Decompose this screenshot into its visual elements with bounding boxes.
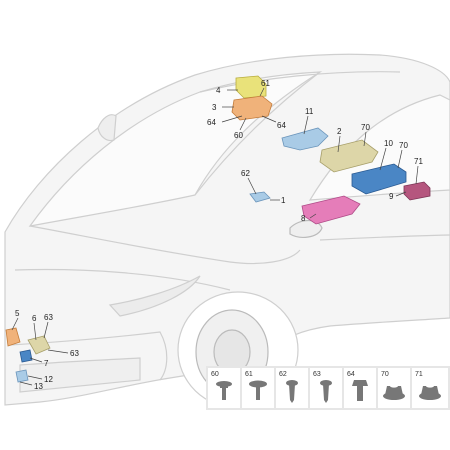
leader-13 xyxy=(19,381,33,386)
callout-8: 8 xyxy=(301,214,306,223)
callout-3: 3 xyxy=(212,103,217,112)
hex-bolt-icon xyxy=(352,380,368,401)
callout-12: 12 xyxy=(44,375,53,384)
leader-63b xyxy=(47,349,69,354)
callout-61: 61 xyxy=(261,79,270,88)
callout-70: 70 xyxy=(361,123,370,132)
leader-7 xyxy=(29,357,43,363)
leader-12 xyxy=(27,375,43,380)
a-pillar xyxy=(194,71,321,196)
callout-6: 6 xyxy=(32,314,37,323)
fastener-number: 60 xyxy=(211,371,219,378)
callout-5: 5 xyxy=(15,309,20,318)
callout-1: 1 xyxy=(281,196,286,205)
part-2-module xyxy=(319,139,379,173)
rivet-icon xyxy=(249,380,267,400)
part-11-bracket xyxy=(281,127,329,151)
leader-10 xyxy=(379,147,387,171)
front-grille xyxy=(19,357,141,393)
fastener-number: 64 xyxy=(347,371,355,378)
part-9-module xyxy=(403,181,431,201)
callout-62: 62 xyxy=(241,169,250,178)
headlight xyxy=(108,275,201,317)
part-7-unit xyxy=(19,349,33,363)
callout-10: 10 xyxy=(384,139,393,148)
callout-4: 4 xyxy=(216,86,221,95)
callout-11: 11 xyxy=(305,107,314,116)
leader-2 xyxy=(337,135,341,153)
part-12-sensor xyxy=(15,369,29,383)
callout-60: 60 xyxy=(234,131,243,140)
fastener-cell-63: 63 xyxy=(310,368,342,408)
fastener-cell-62: 62 xyxy=(276,368,308,408)
fastener-cell-70: 70 xyxy=(378,368,410,408)
leader-61 xyxy=(259,87,265,97)
callout-71: 71 xyxy=(414,157,423,166)
fastener-number: 71 xyxy=(415,371,423,378)
fastener-cell-71: 71 xyxy=(412,368,448,408)
fastener-number: 63 xyxy=(313,371,321,378)
callout-64: 64 xyxy=(277,121,286,130)
wiper xyxy=(97,114,117,142)
callout-7: 7 xyxy=(44,359,49,368)
leader-71 xyxy=(415,165,419,185)
part-1-sensor xyxy=(249,191,271,203)
leader-64b xyxy=(261,115,277,123)
fastener-number: 61 xyxy=(245,371,253,378)
fastener-number: 62 xyxy=(279,371,287,378)
callouts: 4 61 3 64 64 60 11 2 70 10 70 71 9 62 1 … xyxy=(15,79,423,391)
leader-5 xyxy=(11,317,19,331)
fastener-cell-64: 64 xyxy=(344,368,376,408)
door-line xyxy=(319,234,450,241)
leader-60 xyxy=(239,117,247,131)
parts xyxy=(5,75,431,383)
hood xyxy=(29,225,301,265)
fastener-cell-60: 60 xyxy=(208,368,240,408)
callout-13: 13 xyxy=(34,382,43,391)
leader-11 xyxy=(303,115,309,135)
leader-64a xyxy=(221,115,243,123)
fastener-cell-61: 61 xyxy=(242,368,274,408)
mirror xyxy=(289,219,323,238)
screw-icon xyxy=(286,380,298,403)
callout-63: 63 xyxy=(70,349,79,358)
leader-62 xyxy=(247,177,257,195)
leader-6 xyxy=(33,322,37,341)
callout-63: 63 xyxy=(44,313,53,322)
callout-70: 70 xyxy=(399,141,408,150)
leader-70a xyxy=(363,131,367,147)
leader-9 xyxy=(395,191,407,197)
flange-nut-icon xyxy=(419,384,441,400)
leader-8 xyxy=(309,213,317,219)
fastener-strip: 60 61 62 63 xyxy=(206,366,450,410)
callout-64: 64 xyxy=(207,118,216,127)
hood-crease xyxy=(14,268,231,291)
fastener-number: 70 xyxy=(381,371,389,378)
bolt-with-washer-icon xyxy=(216,381,232,400)
part-10-control-unit xyxy=(351,163,407,195)
leader-70b xyxy=(397,149,403,169)
leader-63a xyxy=(43,321,49,339)
callout-9: 9 xyxy=(389,192,394,201)
part-6-module xyxy=(27,335,51,355)
part-3-bracket xyxy=(231,95,273,121)
leader-lines xyxy=(11,87,419,386)
screw-icon xyxy=(320,380,332,403)
part-8-carrier xyxy=(301,195,361,225)
flange-nut-icon xyxy=(383,384,405,400)
roof-line xyxy=(199,71,401,93)
callout-2: 2 xyxy=(337,127,342,136)
